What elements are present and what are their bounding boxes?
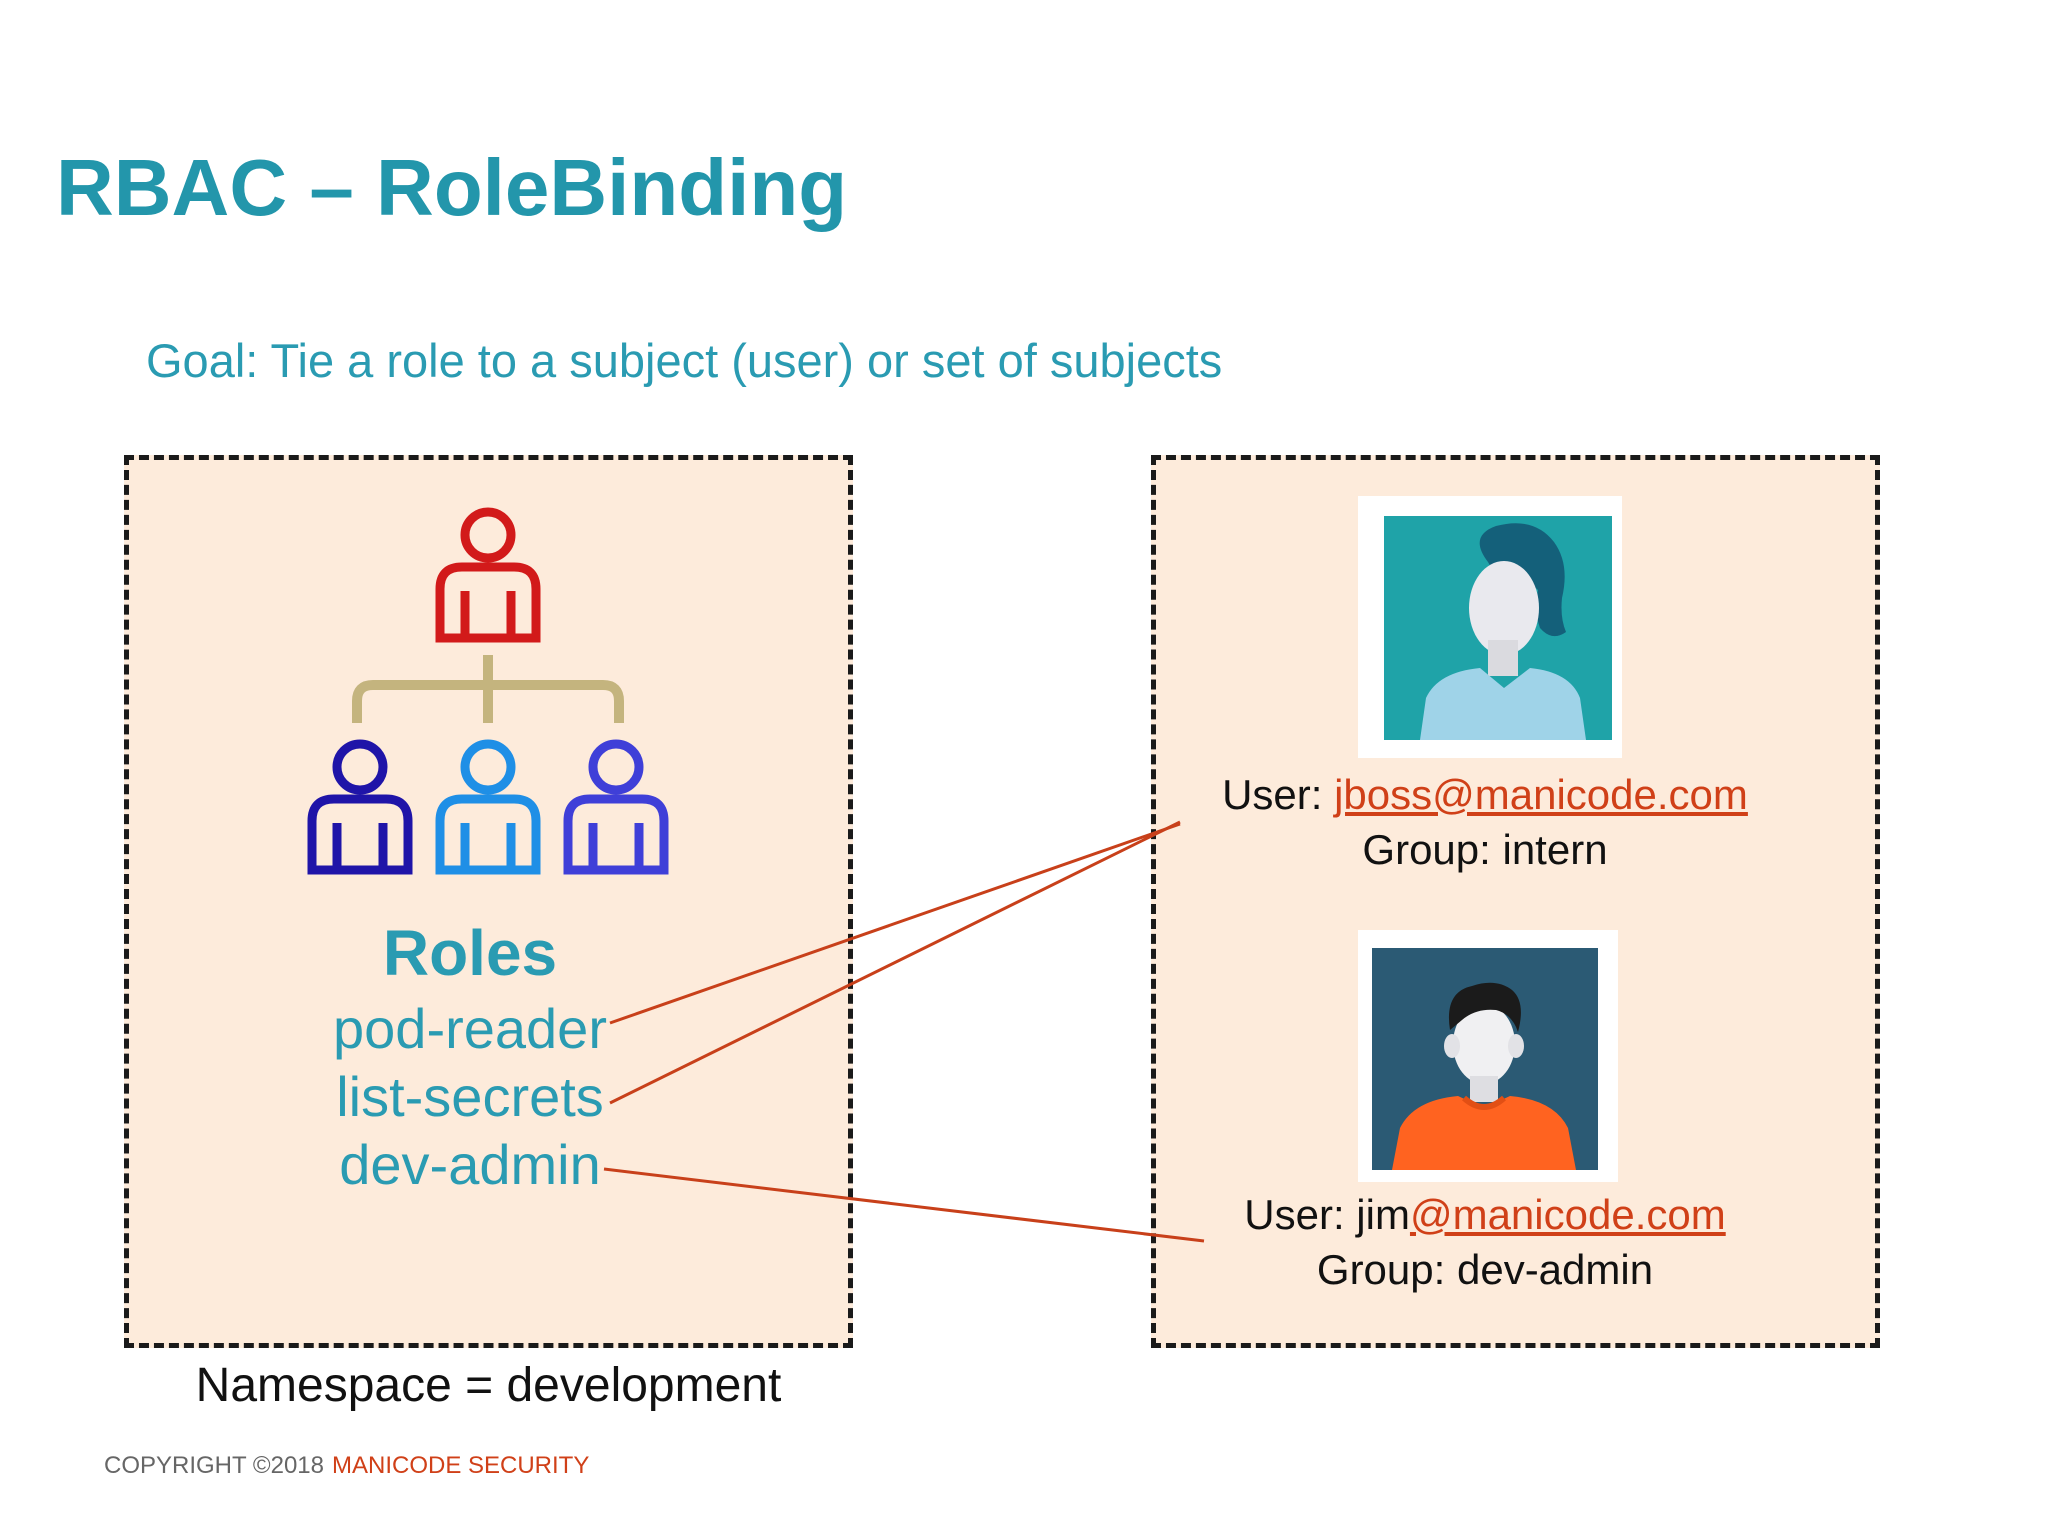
role-dev-admin: dev-admin (339, 1133, 601, 1196)
copyright-text: COPYRIGHT ©2018 (104, 1452, 324, 1479)
goal-text: Goal: Tie a role to a subject (user) or … (146, 334, 1223, 387)
connector-pod-reader (609, 822, 1181, 1025)
role-list-secrets: list-secrets (336, 1065, 604, 1128)
brand-text: MANICODE SECURITY (331, 1452, 590, 1479)
subject-1-group: Group: intern (1362, 826, 1608, 873)
org-hierarchy-icon (307, 507, 669, 875)
subject-2-photo (1358, 930, 1618, 1182)
role-pod-reader: pod-reader (333, 997, 607, 1060)
subject-1-user: User: jboss@manicode.com (1135, 770, 1835, 820)
subject-1-email-link[interactable]: jboss@manicode.com (1334, 771, 1748, 818)
connector-dev-admin (603, 1167, 1205, 1243)
user-prefix: User: (1244, 1191, 1357, 1238)
subject-2-group: Group: dev-admin (1316, 1246, 1654, 1293)
roles-heading: Roles (382, 917, 558, 989)
user-prefix: User: (1222, 771, 1335, 818)
user-name: jim (1356, 1191, 1410, 1238)
footer: COPYRIGHT ©2018 MANICODE SECURITY (104, 1452, 589, 1480)
roles-namespace-box (124, 455, 853, 1348)
slide-title: RBAC – RoleBinding (56, 143, 848, 232)
woman-avatar-icon (1384, 516, 1612, 740)
man-avatar-icon (1372, 948, 1598, 1170)
namespace-label: Namespace = development (195, 1359, 782, 1412)
subject-1-photo (1358, 496, 1622, 758)
subject-2-user: User: jim@manicode.com (1135, 1190, 1835, 1240)
connector-list-secrets (609, 820, 1181, 1105)
subject-2-email-link[interactable]: @manicode.com (1409, 1191, 1726, 1238)
